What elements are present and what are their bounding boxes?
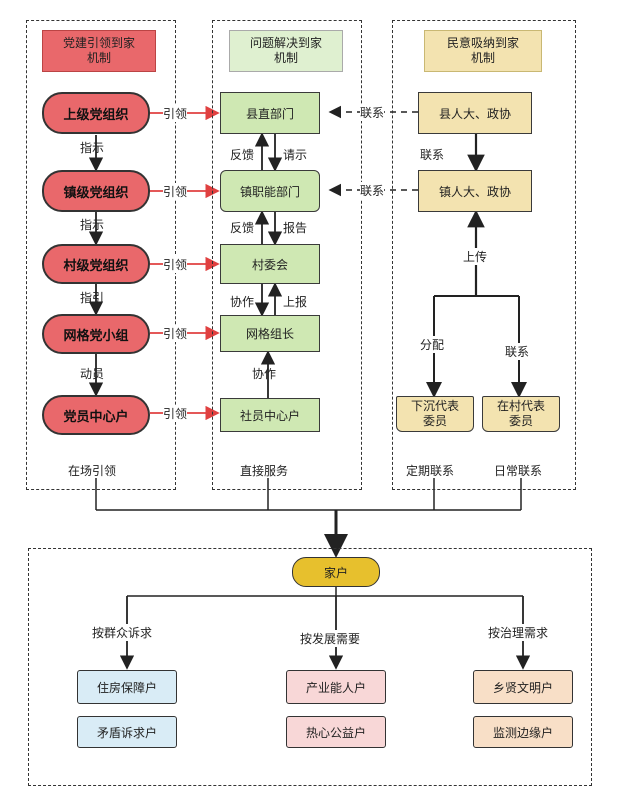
- label-regular-contact: 定期联系: [406, 464, 455, 478]
- label-cooperate-2: 协作: [252, 367, 277, 381]
- household-panel: [28, 548, 592, 786]
- label-report: 报告: [283, 221, 308, 235]
- label-instruct-1: 指示: [80, 141, 105, 155]
- party-panel: [26, 20, 176, 490]
- node-grid-party: 网格党小组: [42, 314, 150, 354]
- label-feedback-2: 反馈: [230, 221, 255, 235]
- node-publicwelfare-household: 热心公益户: [286, 716, 386, 748]
- label-onsite-lead: 在场引领: [68, 464, 117, 478]
- label-lead-1: 引领: [163, 105, 188, 122]
- node-upper-party: 上级党组织: [42, 92, 150, 134]
- label-contact-1: 联系: [360, 104, 385, 121]
- label-by-demand: 按群众诉求: [92, 624, 153, 641]
- label-direct-service: 直接服务: [240, 464, 289, 478]
- node-town-congress: 镇人大、政协: [418, 170, 532, 212]
- label-by-governance: 按治理需求: [488, 624, 549, 641]
- label-mobilize: 动员: [80, 367, 105, 381]
- label-lead-2: 引领: [163, 183, 188, 200]
- problem-header: 问题解决到家 机制: [229, 30, 343, 72]
- opinion-panel: [392, 20, 576, 490]
- opinion-header: 民意吸纳到家 机制: [424, 30, 542, 72]
- label-instruct-2: 指示: [80, 218, 105, 232]
- label-daily-contact: 日常联系: [494, 464, 543, 478]
- node-housing-household: 住房保障户: [77, 670, 177, 704]
- node-household: 家户: [292, 557, 380, 587]
- node-town-dept: 镇职能部门: [220, 170, 320, 212]
- node-industry-household: 产业能人户: [286, 670, 386, 704]
- label-assign: 分配: [420, 336, 445, 353]
- node-village-deputies: 在村代表 委员: [482, 396, 560, 432]
- label-contact-3: 联系: [505, 343, 530, 360]
- node-dispute-household: 矛盾诉求户: [77, 716, 177, 748]
- node-grid-leader: 网格组长: [220, 315, 320, 352]
- node-monitor-household: 监测边缘户: [473, 716, 573, 748]
- party-header: 党建引领到家 机制: [42, 30, 156, 72]
- node-village-committee: 村委会: [220, 244, 320, 284]
- label-by-development: 按发展需要: [300, 630, 361, 647]
- node-sent-deputies: 下沉代表 委员: [396, 396, 474, 432]
- label-contact-vertical: 联系: [420, 148, 445, 162]
- label-guide: 指引: [80, 291, 105, 305]
- node-town-party: 镇级党组织: [42, 170, 150, 212]
- label-cooperate-1: 协作: [230, 295, 255, 309]
- node-county-congress: 县人大、政协: [418, 92, 532, 134]
- label-lead-5: 引领: [163, 405, 188, 422]
- node-village-party: 村级党组织: [42, 244, 150, 284]
- label-lead-4: 引领: [163, 325, 188, 342]
- label-feedback-1: 反馈: [230, 148, 255, 162]
- node-member-household: 党员中心户: [42, 395, 150, 435]
- label-lead-3: 引领: [163, 256, 188, 273]
- label-request: 请示: [283, 148, 308, 162]
- problem-panel: [212, 20, 362, 490]
- node-county-dept: 县直部门: [220, 92, 320, 134]
- node-virtue-household: 乡贤文明户: [473, 670, 573, 704]
- label-upload: 上传: [463, 248, 488, 265]
- node-commune-household: 社员中心户: [220, 398, 320, 432]
- label-up-report: 上报: [283, 295, 308, 309]
- label-contact-2: 联系: [360, 182, 385, 199]
